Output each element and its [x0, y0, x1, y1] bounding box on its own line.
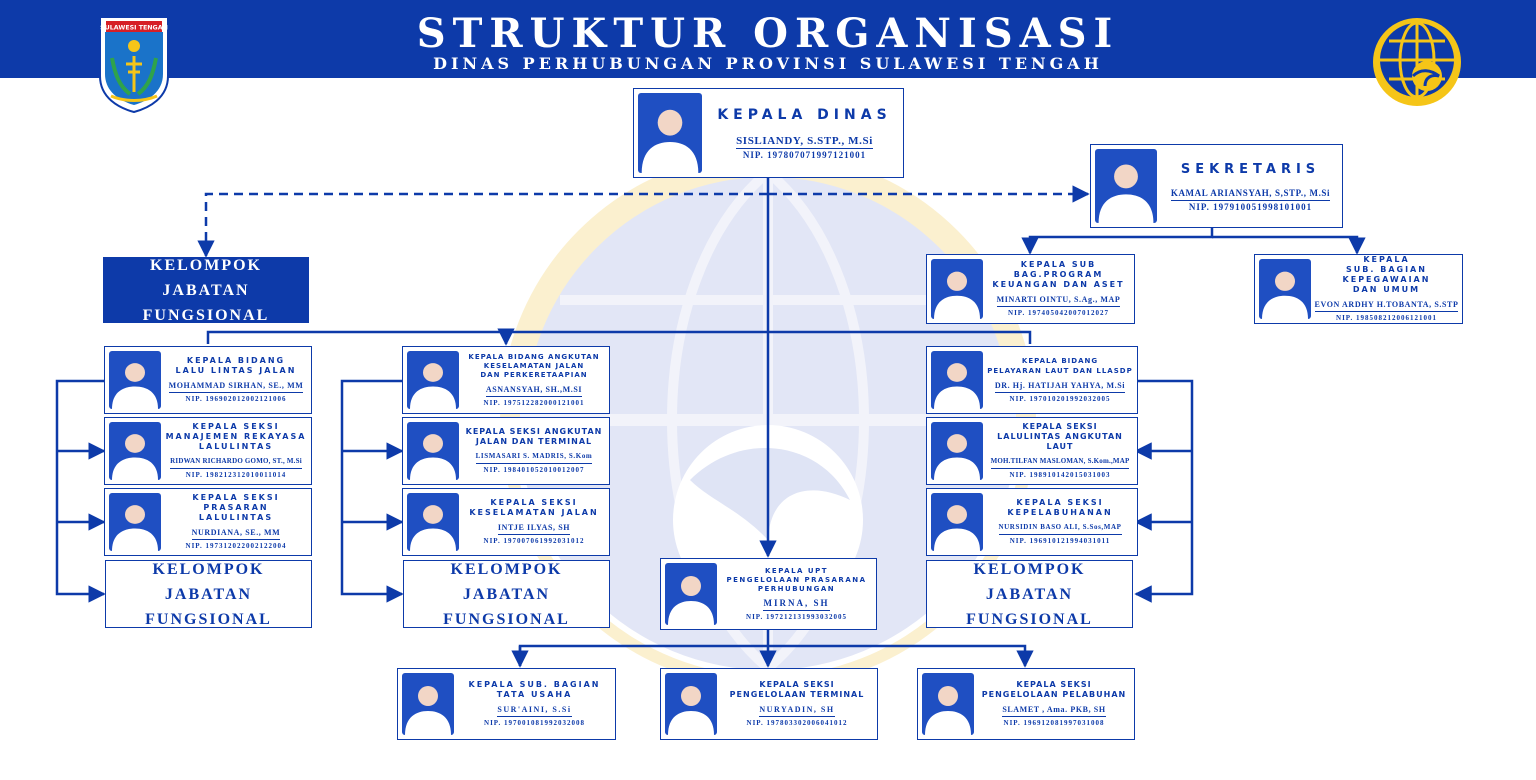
position-title: KEPALA SEKSI KEPELABUHANAN [1007, 498, 1113, 517]
kelompok-jabatan-fungsional-pelayaran[interactable]: KELOMPOK JABATAN FUNGSIONAL [926, 560, 1133, 628]
official-nip: NIP. 197405042007012027 [1008, 309, 1109, 317]
position-title: KEPALA SUB BAG.PROGRAM KEUANGAN DAN ASET [992, 260, 1125, 289]
position-title: KEPALA SEKSI LALULINTAS ANGKUTAN LAUT [997, 422, 1123, 451]
kepala-upt-card[interactable]: KEPALA UPT PENGELOLAAN PRASARANA PERHUBU… [660, 558, 877, 630]
kepala-bidang-pelayaran-card[interactable]: KEPALA BIDANG PELAYARAN LAUT DAN LLASDP … [926, 346, 1138, 414]
official-name: RIDWAN RICHARDO GOMO, ST., M.Si [170, 456, 302, 469]
upt-tata-usaha-card[interactable]: KEPALA SUB. BAGIAN TATA USAHA SUR'AINI, … [397, 668, 616, 740]
page-title: STRUKTUR ORGANISASI [416, 10, 1120, 57]
kepala-bidang-angkutan-card[interactable]: KEPALA BIDANG ANGKUTAN KESELAMATAN JALAN… [402, 346, 610, 414]
kepala-bidang-llaj-card[interactable]: KEPALA BIDANG LALU LINTAS JALAN MOHAMMAD… [104, 346, 312, 414]
official-photo [665, 673, 717, 735]
official-photo [407, 493, 459, 551]
official-photo [931, 422, 983, 480]
official-photo [638, 93, 702, 173]
official-photo [109, 351, 161, 409]
official-name: INTJE ILYAS, SH [497, 522, 571, 535]
official-nip: NIP. 197910051998101001 [1188, 201, 1313, 212]
sulawesi-tengah-emblem-icon: SULAWESI TENGAH [99, 16, 169, 114]
official-nip: NIP. 197803302006041012 [746, 719, 848, 727]
position-title: KEPALA SEKSI ANGKUTAN JALAN DAN TERMINAL [465, 427, 603, 446]
dinas-perhubungan-globe-icon [1373, 18, 1461, 106]
position-title: KEPALA UPT PENGELOLAAN PRASARANA PERHUBU… [726, 566, 867, 593]
official-nip: NIP. 197312022002122004 [185, 542, 287, 550]
position-title: KEPALA SUB. BAGIAN KEPEGAWAIAN DAN UMUM [1342, 255, 1431, 294]
position-title: KEPALA BIDANG PELAYARAN LAUT DAN LLASDP [987, 357, 1133, 375]
official-name: MOH.TILFAN MASLOMAN, S.Kom.,MAP [990, 456, 1130, 469]
official-nip: NIP. 197807071997121001 [742, 150, 867, 160]
official-name: SISLIANDY, S.STP., M.Si [736, 135, 873, 149]
upt-pelabuhan-card[interactable]: KEPALA SEKSI PENGELOLAAN PELABUHAN SLAME… [917, 668, 1135, 740]
position-title: KEPALA BIDANG ANGKUTAN KESELAMATAN JALAN… [468, 352, 600, 379]
official-name: MOHAMMAD SIRHAN, SE., MM [168, 380, 304, 393]
kepala-seksi-mrll-card[interactable]: KEPALA SEKSI MANAJEMEN REKAYASA LALULINT… [104, 417, 312, 485]
official-photo [1095, 149, 1157, 223]
official-name: EVON ARDHY H.TOBANTA, S.STP [1314, 299, 1459, 312]
kelompok-jabatan-fungsional-llaj[interactable]: KELOMPOK JABATAN FUNGSIONAL [105, 560, 312, 628]
official-name: ASNANSYAH, SH.,M.SI [485, 384, 583, 397]
official-name: KAMAL ARIANSYAH, S,STP., M.Si [1170, 188, 1331, 201]
official-nip: NIP. 197010201992032005 [1009, 395, 1111, 403]
kasubag-kepegawaian-card[interactable]: KEPALA SUB. BAGIAN KEPEGAWAIAN DAN UMUM … [1254, 254, 1463, 324]
position-title: KEPALA DINAS [717, 107, 892, 123]
official-nip: NIP. 196910121994031011 [1009, 537, 1111, 545]
kepala-seksi-lalulintas-laut-card[interactable]: KEPALA SEKSI LALULINTAS ANGKUTAN LAUT MO… [926, 417, 1138, 485]
official-photo [109, 422, 161, 480]
official-nip: NIP. 196912081997031008 [1003, 719, 1105, 727]
official-name: NURSIDIN BASO ALI, S.Sos,MAP [998, 522, 1122, 535]
official-photo [1259, 259, 1311, 319]
position-title: KEPALA BIDANG LALU LINTAS JALAN [175, 356, 297, 375]
position-title: KEPALA SEKSI PENGELOLAAN TERMINAL [729, 680, 865, 699]
kasubag-program-card[interactable]: KEPALA SUB BAG.PROGRAM KEUANGAN DAN ASET… [926, 254, 1135, 324]
position-title: KEPALA SEKSI PENGELOLAAN PELABUHAN [981, 680, 1127, 699]
official-name: SLAMET , Ama. PKB, SH [1002, 704, 1106, 717]
position-title: SEKRETARIS [1180, 161, 1321, 177]
official-photo [931, 493, 983, 551]
official-photo [665, 563, 717, 625]
official-nip: NIP. 198212312010011014 [185, 471, 287, 479]
svg-text:SULAWESI TENGAH: SULAWESI TENGAH [100, 25, 168, 32]
position-title: KEPALA SEKSI KESELAMATAN JALAN [469, 498, 599, 517]
official-nip: NIP. 198910142015031003 [1009, 471, 1111, 479]
kelompok-jabatan-fungsional-top[interactable]: KELOMPOK JABATAN FUNGSIONAL [103, 257, 309, 324]
kelompok-jabatan-fungsional-angkutan[interactable]: KELOMPOK JABATAN FUNGSIONAL [403, 560, 610, 628]
official-photo [931, 351, 983, 409]
official-name: NURYADIN, SH [759, 704, 835, 717]
official-nip: NIP. 197007061992031012 [483, 537, 585, 545]
header-banner [0, 0, 1536, 78]
official-name: SUR'AINI, S.Si [497, 704, 572, 717]
position-title: KEPALA SEKSI MANAJEMEN REKAYASA LALULINT… [165, 422, 307, 451]
official-photo [407, 422, 459, 480]
official-nip: NIP. 197001081992032008 [484, 719, 585, 727]
sekretaris-card[interactable]: SEKRETARIS KAMAL ARIANSYAH, S,STP., M.Si… [1090, 144, 1343, 228]
official-name: NURDIANA, SE., MM [191, 527, 281, 540]
kepala-seksi-kepelabuhanan-card[interactable]: KEPALA SEKSI KEPELABUHANAN NURSIDIN BASO… [926, 488, 1138, 556]
official-nip: NIP. 198508212006121001 [1336, 314, 1437, 322]
official-name: MIRNA, SH [763, 598, 830, 611]
official-name: LISMASARI S. MADRIS, S.Kom [475, 451, 593, 464]
official-photo [922, 673, 974, 735]
kepala-dinas-card[interactable]: KEPALA DINAS SISLIANDY, S.STP., M.Si NIP… [633, 88, 904, 178]
kepala-seksi-keselamatan-card[interactable]: KEPALA SEKSI KESELAMATAN JALAN INTJE ILY… [402, 488, 610, 556]
official-nip: NIP. 198401052010012007 [483, 466, 585, 474]
official-name: MINARTI OINTU, S.Ag., MAP [996, 294, 1121, 307]
kepala-seksi-prasarana-card[interactable]: KEPALA SEKSI PRASARAN LALULINTAS NURDIAN… [104, 488, 312, 556]
official-photo [407, 351, 459, 409]
official-photo [109, 493, 161, 551]
official-photo [402, 673, 454, 735]
official-name: DR. Hj. HATIJAH YAHYA, M.Si [994, 380, 1126, 393]
official-nip: NIP. 197212131993032005 [746, 612, 847, 621]
official-nip: NIP. 197512282000121001 [483, 398, 585, 407]
page-subtitle: DINAS PERHUBUNGAN PROVINSI SULAWESI TENG… [433, 54, 1103, 73]
official-photo [931, 259, 983, 319]
upt-terminal-card[interactable]: KEPALA SEKSI PENGELOLAAN TERMINAL NURYAD… [660, 668, 878, 740]
kepala-seksi-angkutan-jalan-card[interactable]: KEPALA SEKSI ANGKUTAN JALAN DAN TERMINAL… [402, 417, 610, 485]
official-nip: NIP. 196902012002121006 [185, 395, 287, 403]
position-title: KEPALA SUB. BAGIAN TATA USAHA [468, 680, 601, 699]
position-title: KEPALA SEKSI PRASARAN LALULINTAS [192, 493, 280, 522]
